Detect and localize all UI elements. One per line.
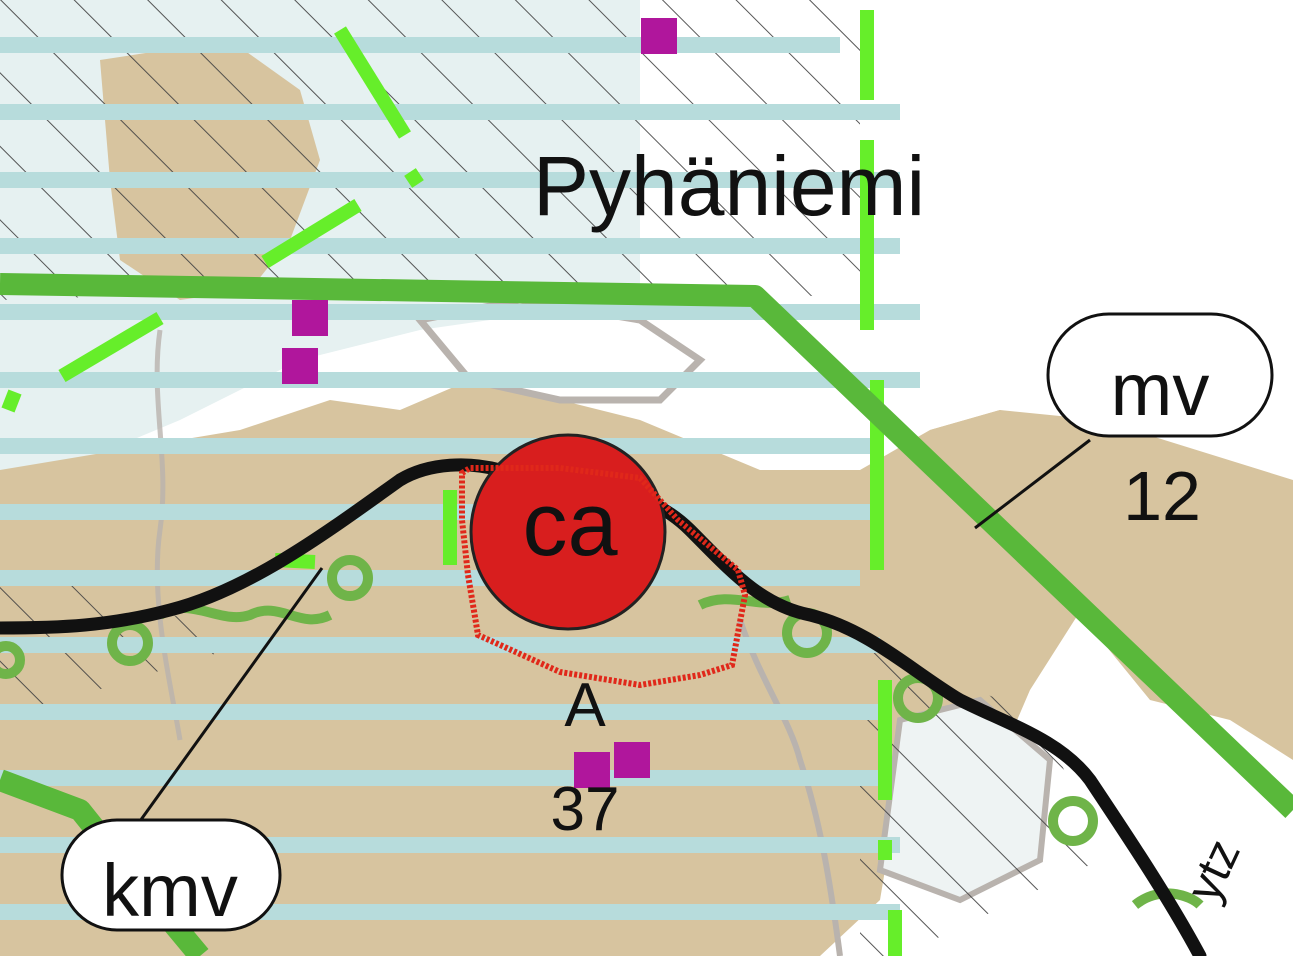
green-dashed-boundary bbox=[1, 10, 902, 956]
hatched-area bbox=[0, 0, 860, 300]
ca-red-circle[interactable] bbox=[469, 433, 667, 631]
mv-leader-line bbox=[974, 438, 1091, 530]
a-label: A bbox=[564, 671, 606, 740]
red-dotted-outline bbox=[459, 465, 749, 689]
contour-line bbox=[737, 619, 843, 956]
place-name-label: Pyhäniemi bbox=[533, 139, 925, 233]
land-area bbox=[0, 380, 1293, 956]
kmv-callout-box[interactable] bbox=[60, 818, 282, 932]
mv-label: mv bbox=[1111, 348, 1210, 431]
ca-label: ca bbox=[522, 475, 618, 575]
mv-number-label: 12 bbox=[1123, 457, 1201, 535]
kmv-leader-line bbox=[133, 567, 324, 829]
contour-line-2 bbox=[154, 329, 183, 741]
mv-callout-box[interactable] bbox=[1046, 312, 1274, 438]
land-area-east bbox=[930, 410, 1293, 760]
kmv-label: kmv bbox=[102, 849, 238, 932]
magenta-markers bbox=[282, 18, 677, 788]
a-number-label: 37 bbox=[551, 775, 620, 844]
